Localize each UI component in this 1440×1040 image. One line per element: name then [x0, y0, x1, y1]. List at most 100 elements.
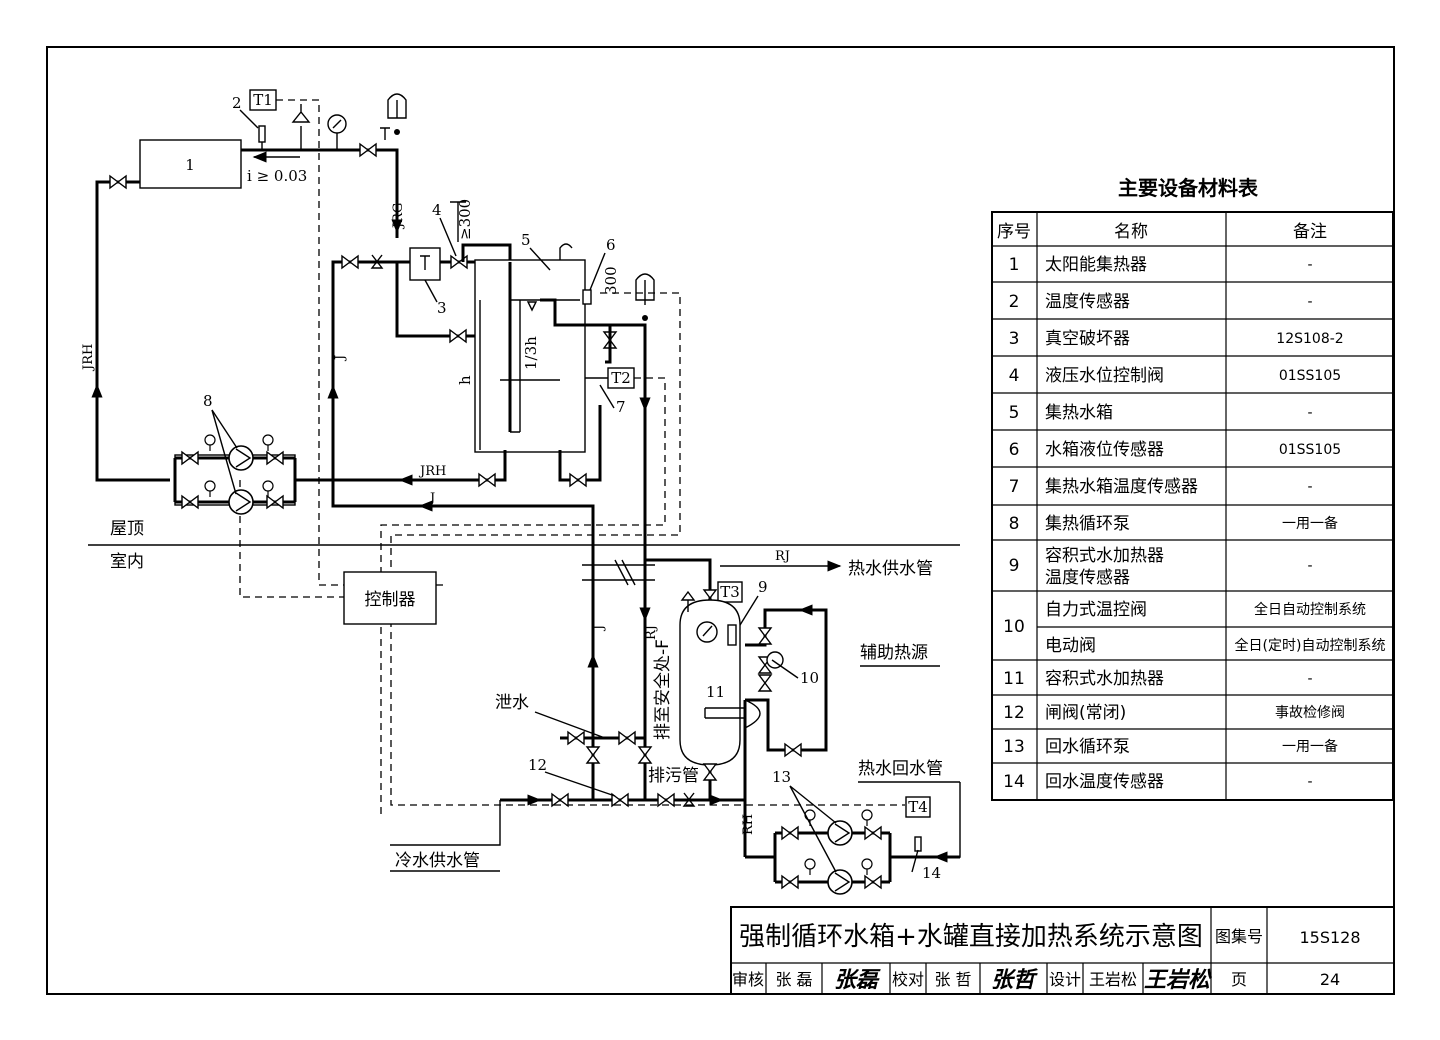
- collector-tank: [474, 259, 586, 453]
- row-name: 自力式温控阀: [1045, 600, 1147, 620]
- row-name: 真空破坏器: [1045, 329, 1130, 349]
- header-name: 名称: [1114, 222, 1148, 242]
- row-no: 10: [1003, 617, 1025, 637]
- row-note: 01SS105: [1279, 442, 1341, 458]
- row-no: 8: [1009, 514, 1020, 534]
- row-note: -: [1307, 294, 1312, 310]
- collector-number: 1: [185, 156, 195, 174]
- row-name: 太阳能集热器: [1045, 255, 1147, 275]
- row-name: 回水温度传感器: [1045, 772, 1164, 792]
- row-name: 闸阀(常闭): [1045, 703, 1126, 723]
- row-name: 集热水箱温度传感器: [1045, 477, 1198, 497]
- drawing-title: 强制循环水箱+水罐直接加热系统示意图: [739, 922, 1203, 952]
- page-number: 24: [1320, 970, 1340, 989]
- label-n14: 14: [922, 864, 941, 882]
- row-name: 液压水位控制阀: [1045, 366, 1164, 386]
- label-n8: 8: [203, 392, 213, 410]
- label-indoor: 室内: [110, 552, 144, 572]
- label-sewage: 排污管: [648, 766, 699, 786]
- row-note: -: [1307, 479, 1312, 495]
- row-no: 6: [1009, 440, 1020, 460]
- label-j-vertical: J: [333, 355, 348, 362]
- label-n6: 6: [606, 236, 616, 254]
- label-discharge-safe: 排至安全处-F: [653, 639, 673, 740]
- row-no: 9: [1009, 556, 1020, 576]
- table-title: 主要设备材料表: [1118, 176, 1259, 200]
- row-name: 水箱液位传感器: [1045, 440, 1164, 460]
- row-note: -: [1307, 558, 1312, 574]
- label-rj-top: RJ: [775, 549, 790, 564]
- label-n11: 11: [706, 683, 725, 701]
- label-jrg: JRG: [391, 203, 406, 230]
- label-roof: 屋顶: [110, 519, 144, 539]
- atlas-label: 图集号: [1215, 927, 1263, 946]
- label-n5: 5: [521, 231, 531, 249]
- review-label: 审核: [732, 970, 764, 989]
- header-note: 备注: [1293, 222, 1327, 242]
- label-aux-heat: 辅助热源: [860, 643, 928, 663]
- label-n10: 10: [800, 669, 819, 687]
- label-slope: i ≥ 0.03: [247, 167, 307, 185]
- header-no: 序号: [997, 222, 1031, 242]
- row-no: 4: [1009, 366, 1020, 386]
- row-note: 12S108-2: [1276, 331, 1343, 347]
- row-name: 电动阀: [1045, 636, 1096, 656]
- row-no: 5: [1009, 403, 1020, 423]
- label-n7: 7: [616, 398, 626, 416]
- row-note: 全日(定时)自动控制系统: [1235, 637, 1386, 654]
- row-note: 01SS105: [1279, 368, 1341, 384]
- row-name: 回水循环泵: [1045, 737, 1130, 757]
- label-cold-supply: 冷水供水管: [395, 851, 480, 871]
- atlas-number: 15S128: [1299, 928, 1360, 947]
- label-t4: T4: [908, 798, 928, 816]
- row-name: 温度传感器: [1045, 292, 1130, 312]
- label-t2: T2: [611, 369, 631, 387]
- solar-collector: [139, 139, 242, 189]
- water-heater: [679, 599, 741, 766]
- label-hot-return: 热水回水管: [858, 759, 943, 779]
- checker-signature: 张哲: [991, 967, 1038, 993]
- label-n2: 2: [232, 94, 242, 112]
- row-note: 一用一备: [1282, 738, 1338, 755]
- label-jrh-horizontal: JRH: [418, 464, 446, 479]
- system-schematic: 1 JRH i ≥ 0.03 2 T1 JRG: [81, 89, 961, 895]
- row-name: 集热循环泵: [1045, 514, 1130, 534]
- row-note: -: [1307, 257, 1312, 273]
- label-t3: T3: [720, 583, 740, 601]
- row-note: -: [1307, 405, 1312, 421]
- label-h: h: [456, 375, 474, 385]
- check-label: 校对: [892, 970, 924, 989]
- label-jrh-vertical: JRH: [81, 344, 96, 372]
- label-n13: 13: [772, 768, 791, 786]
- row-no: 3: [1009, 329, 1020, 349]
- designer-signature: 王岩松: [1144, 967, 1213, 993]
- row-no: 2: [1009, 292, 1020, 312]
- label-t1: T1: [253, 91, 273, 109]
- label-j-lower: J: [592, 625, 607, 632]
- label-drain: 泄水: [495, 693, 529, 713]
- row-no: 1: [1009, 255, 1020, 275]
- row-note: -: [1307, 774, 1312, 790]
- label-hot-supply: 热水供水管: [848, 559, 933, 579]
- row-note: 一用一备: [1282, 515, 1338, 532]
- equipment-table: 主要设备材料表 序号 名称 备注 1 太阳能集热器 - 2 温: [991, 176, 1394, 801]
- design-label: 设计: [1049, 970, 1081, 989]
- label-n9: 9: [758, 578, 768, 596]
- row-note: 事故检修阀: [1275, 705, 1345, 721]
- row-name: 容积式水加热器: [1045, 669, 1164, 689]
- designer-name: 王岩松: [1089, 970, 1137, 989]
- row-no: 12: [1003, 703, 1025, 723]
- row-name-line2: 温度传感器: [1045, 568, 1130, 588]
- row-note: -: [1307, 671, 1312, 687]
- label-300: 300: [602, 266, 620, 295]
- controller-box: [343, 571, 437, 625]
- row-no: 7: [1009, 477, 1020, 497]
- label-rj-lower: RJ: [644, 625, 659, 640]
- label-rh: RH: [741, 814, 756, 835]
- row-name-line1: 容积式水加热器: [1045, 546, 1164, 566]
- row-note: 全日自动控制系统: [1254, 601, 1366, 618]
- reviewer-name: 张 磊: [775, 970, 812, 989]
- label-n4: 4: [432, 201, 442, 219]
- checker-name: 张 哲: [934, 970, 971, 989]
